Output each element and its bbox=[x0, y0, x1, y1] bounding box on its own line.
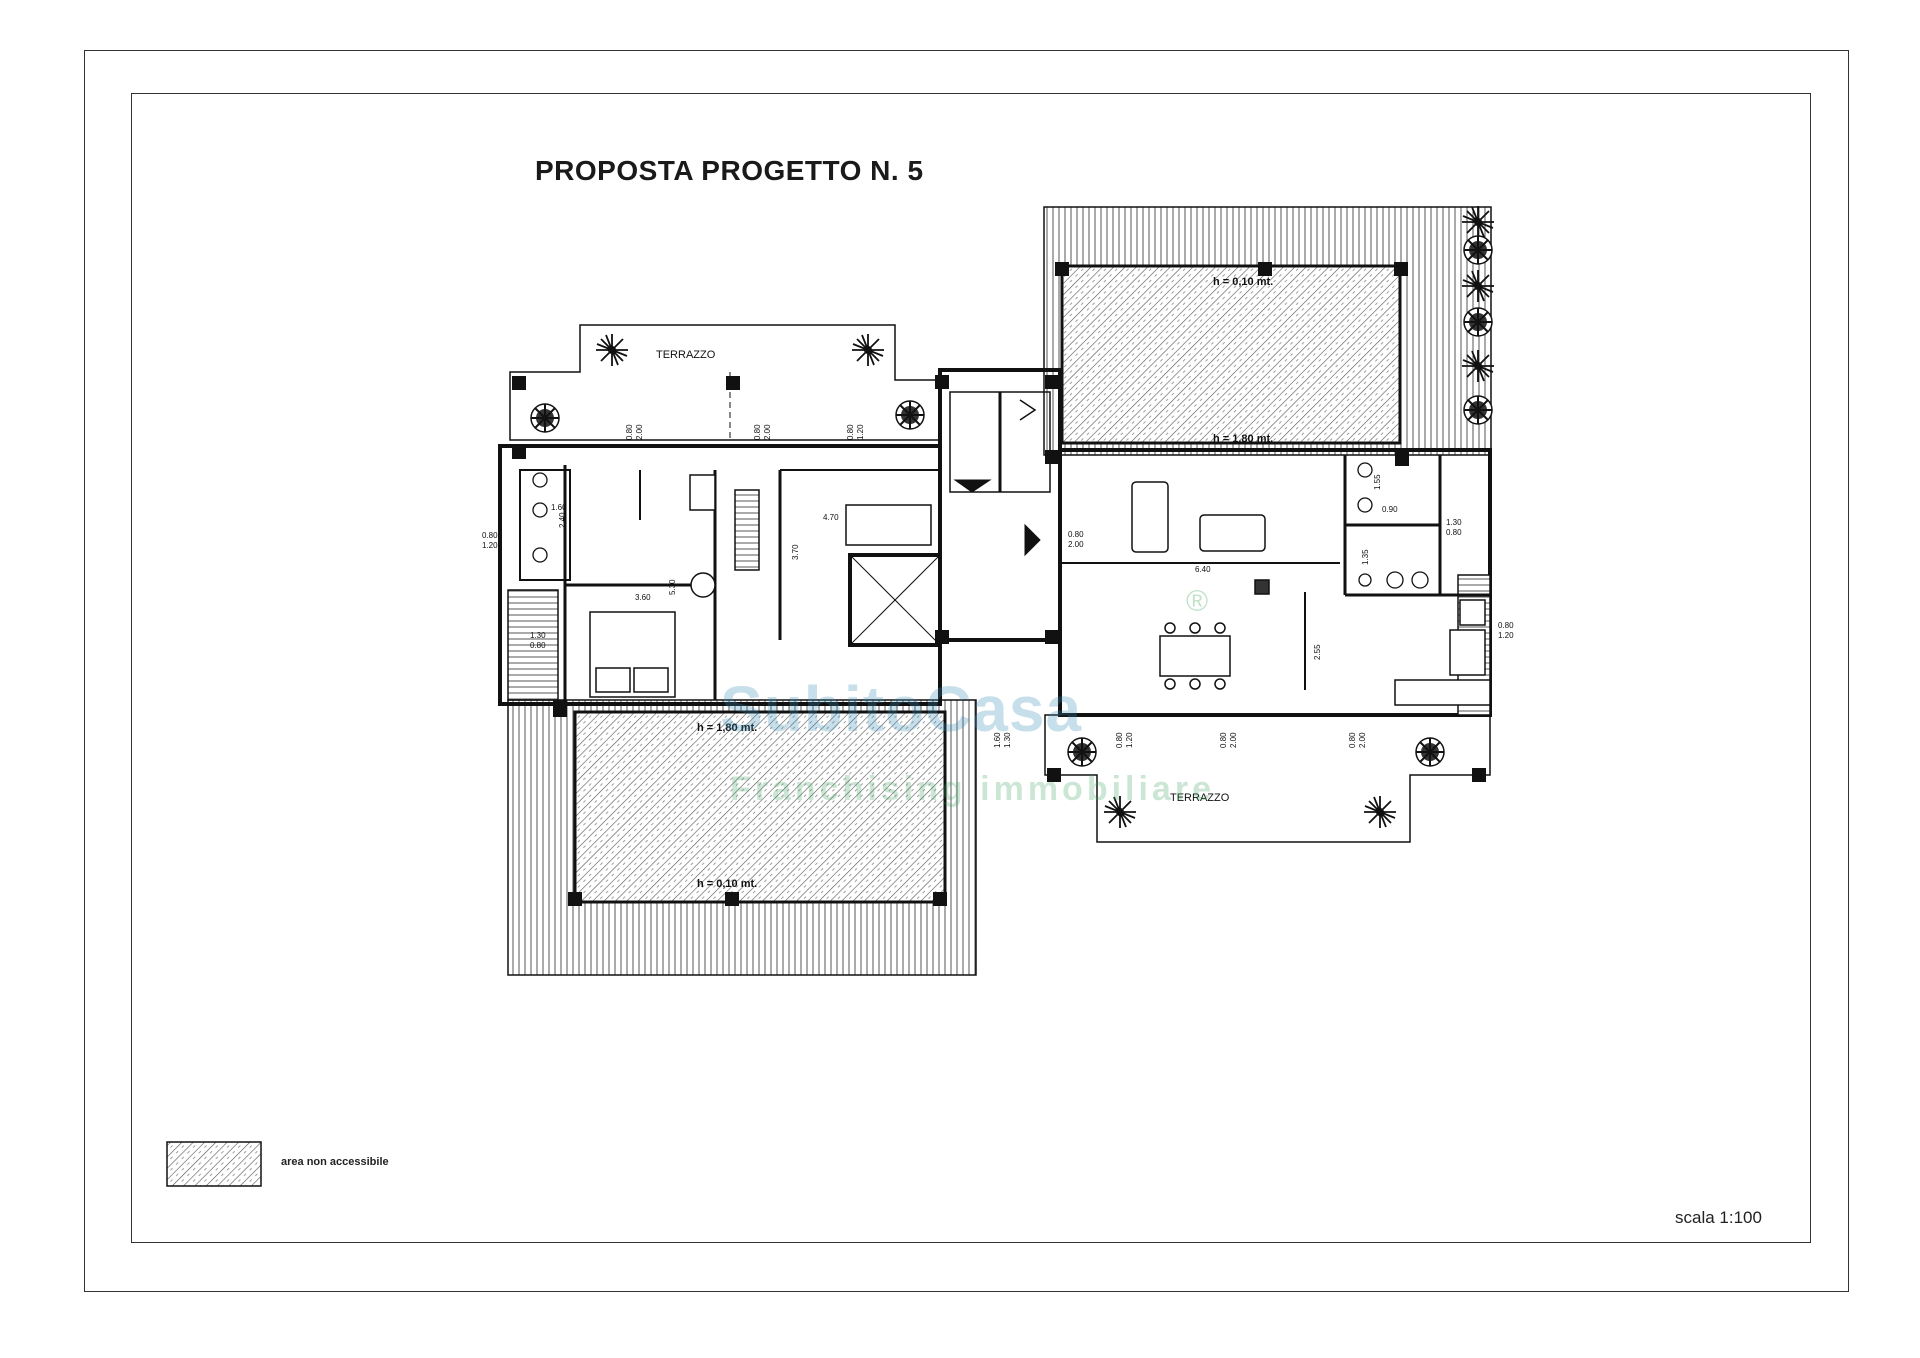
height-label-bottom-low: h = 0,10 mt. bbox=[697, 878, 757, 890]
win-l-h: 1.20 bbox=[482, 541, 498, 550]
dim-470: 4.70 bbox=[823, 513, 839, 522]
win-liv-w: 0.80 bbox=[1068, 530, 1084, 539]
terrazzo-left-label: TERRAZZO bbox=[656, 349, 716, 361]
win-s3-w: 0.80 bbox=[1219, 732, 1228, 748]
height-label-bottom-high: h = 1,80 mt. bbox=[697, 722, 757, 734]
dim-255: 2.55 bbox=[1313, 644, 1322, 660]
win-s1-h: 1.30 bbox=[1003, 732, 1012, 748]
win-l2-h: 0.80 bbox=[530, 641, 546, 650]
legend-swatch bbox=[166, 1141, 262, 1187]
terrazzo-right-label: TERRAZZO bbox=[1170, 792, 1230, 804]
win-b-h: 2.00 bbox=[763, 424, 772, 440]
page-title: PROPOSTA PROGETTO N. 5 bbox=[535, 155, 924, 186]
living-furniture bbox=[1131, 481, 1270, 690]
watermark-tagline: Franchising immobiliare bbox=[730, 770, 1215, 808]
dim-155: 1.55 bbox=[1373, 474, 1382, 490]
watermark-brand: SubitoCasa bbox=[720, 673, 1083, 745]
win-r2-h: 1.20 bbox=[1498, 631, 1514, 640]
dim-640: 6.40 bbox=[1195, 565, 1211, 574]
terrace-upper-right bbox=[1043, 206, 1492, 456]
staircase bbox=[949, 391, 1051, 557]
win-r-h: 0.80 bbox=[1446, 528, 1462, 537]
dim-135: 1.35 bbox=[1361, 549, 1370, 565]
terrace-lower-left bbox=[507, 699, 977, 976]
win-liv-h: 2.00 bbox=[1068, 540, 1084, 549]
win-c-h: 1.20 bbox=[856, 424, 865, 440]
dim-360: 3.60 bbox=[635, 593, 651, 602]
dim-370: 3.70 bbox=[791, 544, 800, 560]
win-s4-w: 0.80 bbox=[1348, 732, 1357, 748]
terrazzo-right bbox=[1044, 714, 1491, 843]
win-r-w: 1.30 bbox=[1446, 518, 1462, 527]
scale-label: scala 1:100 bbox=[1675, 1208, 1762, 1227]
win-r2-w: 0.80 bbox=[1498, 621, 1514, 630]
watermark-registered: ® bbox=[1186, 585, 1209, 618]
terrazzo-left bbox=[509, 324, 941, 441]
bedroom-furniture bbox=[589, 474, 932, 698]
win-l-w: 0.80 bbox=[482, 531, 498, 540]
dim-160: 1.60 bbox=[551, 503, 567, 512]
win-a-h: 2.00 bbox=[635, 424, 644, 440]
dim-090: 0.90 bbox=[1382, 505, 1398, 514]
height-label-top-low: h = 0,10 mt. bbox=[1213, 276, 1273, 288]
legend-label: area non accessibile bbox=[281, 1156, 389, 1168]
elevator-shaft bbox=[848, 553, 942, 647]
win-s2-w: 0.80 bbox=[1115, 732, 1124, 748]
win-c-w: 0.80 bbox=[846, 424, 855, 440]
win-s2-h: 1.20 bbox=[1125, 732, 1134, 748]
height-label-top-high: h = 1,80 mt. bbox=[1213, 433, 1273, 445]
win-s4-h: 2.00 bbox=[1358, 732, 1367, 748]
kitchen bbox=[1394, 599, 1491, 706]
win-b-w: 0.80 bbox=[753, 424, 762, 440]
inner-frame bbox=[131, 93, 1811, 1243]
dim-530: 5.30 bbox=[668, 579, 677, 595]
outer-frame bbox=[84, 50, 1849, 1292]
win-s3-h: 2.00 bbox=[1229, 732, 1238, 748]
bathroom-fixtures bbox=[532, 462, 1429, 589]
win-a-w: 0.80 bbox=[625, 424, 634, 440]
dim-240: 2.40 bbox=[558, 512, 567, 528]
win-l2-w: 1.30 bbox=[530, 631, 546, 640]
win-s1-w: 1.60 bbox=[993, 732, 1002, 748]
